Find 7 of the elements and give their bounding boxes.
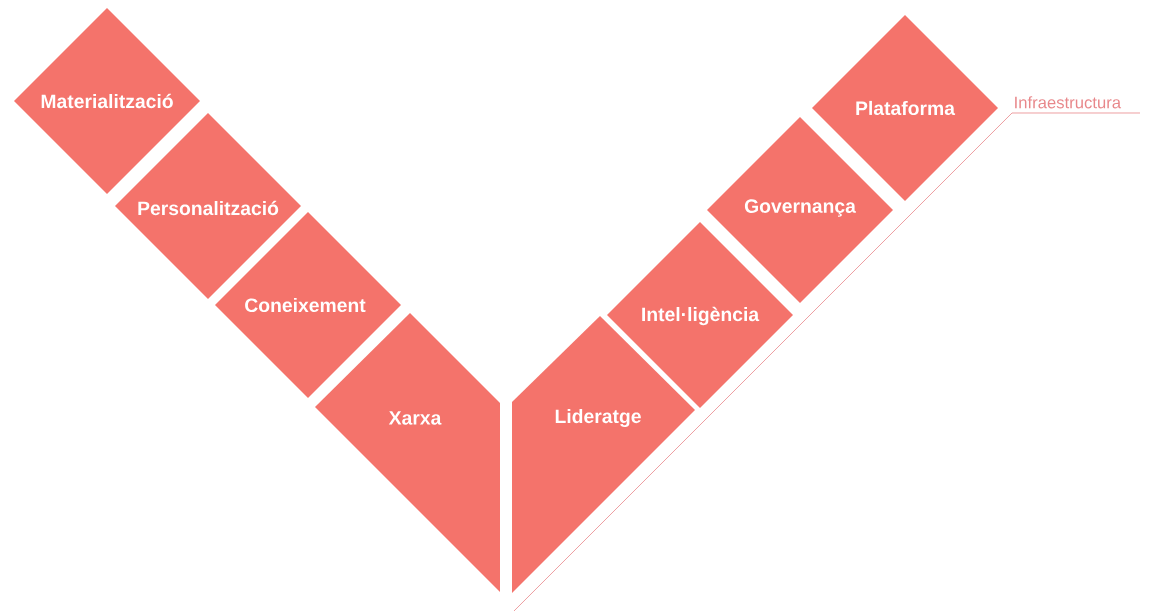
tile: Plataforma [812,15,998,201]
tile: Materialització [14,8,200,194]
tile: Intel·ligència [607,222,793,408]
tile: Xarxa [315,313,500,592]
tile: Personalització [115,113,301,299]
tile: Governança [707,117,893,303]
side-label: Infraestructura [1015,96,1122,109]
